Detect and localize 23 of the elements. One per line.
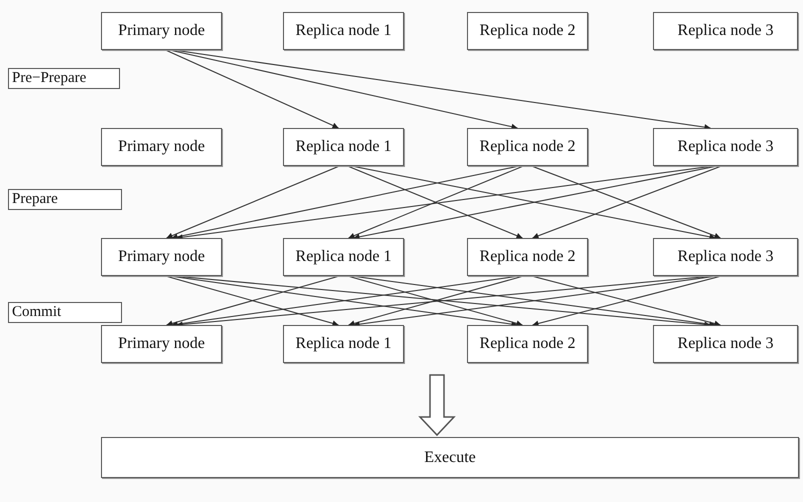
phase-label: Commit: [8, 302, 122, 323]
node-box: Replica node 2: [467, 238, 588, 276]
arrow: [165, 50, 339, 128]
node-box: Replica node 1: [283, 12, 404, 50]
node-box: Replica node 2: [467, 128, 588, 166]
phase-label: Pre−Prepare: [8, 68, 120, 89]
node-box: Primary node: [101, 238, 222, 276]
node-box: Replica node 2: [467, 12, 588, 50]
block-arrow: [418, 374, 456, 436]
node-box: Primary node: [101, 128, 222, 166]
node-box: Replica node 2: [467, 325, 588, 363]
arrow: [166, 166, 340, 238]
node-box: Replica node 3: [653, 12, 798, 50]
node-box: Replica node 3: [653, 238, 798, 276]
execute-box: Execute: [101, 437, 799, 478]
phase-label: Prepare: [8, 189, 122, 210]
node-box: Replica node 1: [283, 238, 404, 276]
node-box: Replica node 1: [283, 128, 404, 166]
node-box: Primary node: [101, 12, 222, 50]
node-box: Primary node: [101, 325, 222, 363]
node-box: Replica node 3: [653, 325, 798, 363]
node-box: Replica node 1: [283, 325, 404, 363]
node-box: Replica node 3: [653, 128, 798, 166]
